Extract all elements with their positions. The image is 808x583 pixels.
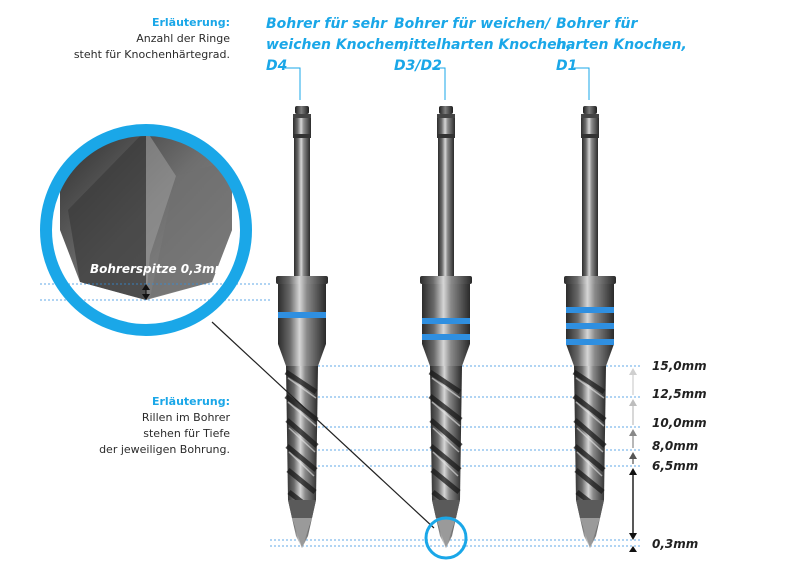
note-grooves-line3: der jeweiligen Bohrung. [99, 443, 230, 456]
ring-marker [566, 307, 614, 313]
drill-title-d1-line3: D1 [556, 58, 578, 74]
depth-label-8: 8,0mm [652, 439, 699, 453]
drill-title-d4-line2: weichen Knochen, [266, 37, 410, 53]
depth-scale [629, 368, 637, 552]
note-rings-heading: Erläuterung: [151, 16, 230, 29]
depth-label-10: 10,0mm [652, 416, 707, 430]
drill-title-d1-line1: Bohrer für [556, 16, 638, 32]
leader-line-d1 [574, 67, 590, 100]
drill-title-d3d2-line3: D3/D2 [394, 58, 442, 74]
depth-label-6-5: 6,5mm [652, 459, 699, 473]
ring-marker [422, 318, 470, 324]
depth-label-15: 15,0mm [652, 359, 707, 373]
drill-title-d4-line1: Bohrer für sehr [266, 16, 387, 32]
drill-d3d2 [420, 106, 472, 548]
note-rings: Erläuterung: Anzahl der Ringe steht für … [0, 15, 230, 63]
magnifier-connector [211, 321, 435, 529]
magnifier-label: Bohrerspitze 0,3mm [90, 262, 228, 276]
note-grooves-line1: Rillen im Bohrer [141, 411, 230, 424]
leader-line-d4 [285, 67, 301, 100]
depth-label-12-5: 12,5mm [652, 387, 707, 401]
note-grooves-line2: stehen für Tiefe [143, 427, 230, 440]
drill-title-d4: Bohrer für sehr weichen Knochen, D4 [266, 14, 409, 77]
drill-title-d3d2-line2: mittelharten Knochen, [394, 37, 572, 53]
note-rings-line1: Anzahl der Ringe [136, 32, 230, 45]
tip-highlight-circle [424, 516, 468, 560]
note-rings-line2: steht für Knochenhärtegrad. [73, 48, 230, 61]
note-grooves: Erläuterung: Rillen im Bohrer stehen für… [0, 394, 230, 458]
drill-title-d4-line3: D4 [266, 58, 288, 74]
ring-marker [566, 323, 614, 329]
drill-title-d3d2-line1: Bohrer für weichen/ [394, 16, 551, 32]
magnifier [40, 124, 252, 336]
ring-markers [278, 307, 614, 345]
drill-title-d3d2: Bohrer für weichen/ mittelharten Knochen… [394, 14, 572, 77]
depth-label-0-3: 0,3mm [652, 537, 699, 551]
drill-title-d1-line2: harten Knochen, [556, 37, 687, 53]
ring-marker [278, 312, 326, 318]
drill-title-d1: Bohrer für harten Knochen, D1 [556, 14, 687, 77]
leader-line-d3d2 [432, 67, 446, 100]
note-grooves-heading: Erläuterung: [151, 395, 230, 408]
ring-marker [422, 334, 470, 340]
drill-d4 [276, 106, 328, 548]
ring-marker [566, 339, 614, 345]
